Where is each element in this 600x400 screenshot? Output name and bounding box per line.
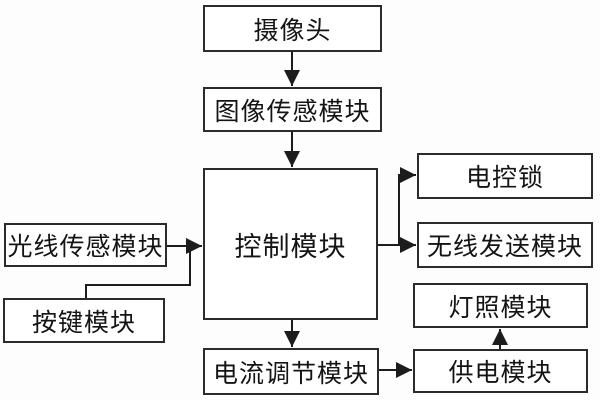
node-wireless-send-label: 无线发送模块 — [426, 234, 583, 261]
node-wireless-send: 无线发送模块 — [417, 222, 593, 268]
node-image-sensor: 图像传感模块 — [203, 87, 382, 132]
node-current-regulator: 电流调节模块 — [203, 348, 379, 395]
node-lighting: 灯照模块 — [413, 283, 588, 328]
node-camera: 摄像头 — [203, 5, 382, 52]
node-control: 控制模块 — [203, 168, 378, 320]
node-light-sensor: 光线传感模块 — [4, 223, 167, 267]
node-button-label: 按键模块 — [31, 309, 136, 337]
node-power-supply-label: 供电模块 — [448, 360, 553, 387]
edge-control-to-electric-lock — [378, 167, 416, 246]
node-lighting-label: 灯照模块 — [448, 294, 553, 322]
node-control-label: 控制模块 — [234, 231, 347, 262]
node-electric-lock: 电控锁 — [417, 153, 593, 199]
node-button: 按键模块 — [3, 298, 165, 343]
node-power-supply: 供电模块 — [413, 349, 588, 393]
node-camera-label: 摄像头 — [253, 17, 332, 45]
node-light-sensor-label: 光线传感模块 — [7, 234, 164, 261]
node-image-sensor-label: 图像传感模块 — [214, 98, 371, 126]
node-current-regulator-label: 电流调节模块 — [212, 360, 369, 388]
node-electric-lock-label: 电控锁 — [465, 165, 544, 192]
edge-button-to-junction — [85, 246, 191, 298]
